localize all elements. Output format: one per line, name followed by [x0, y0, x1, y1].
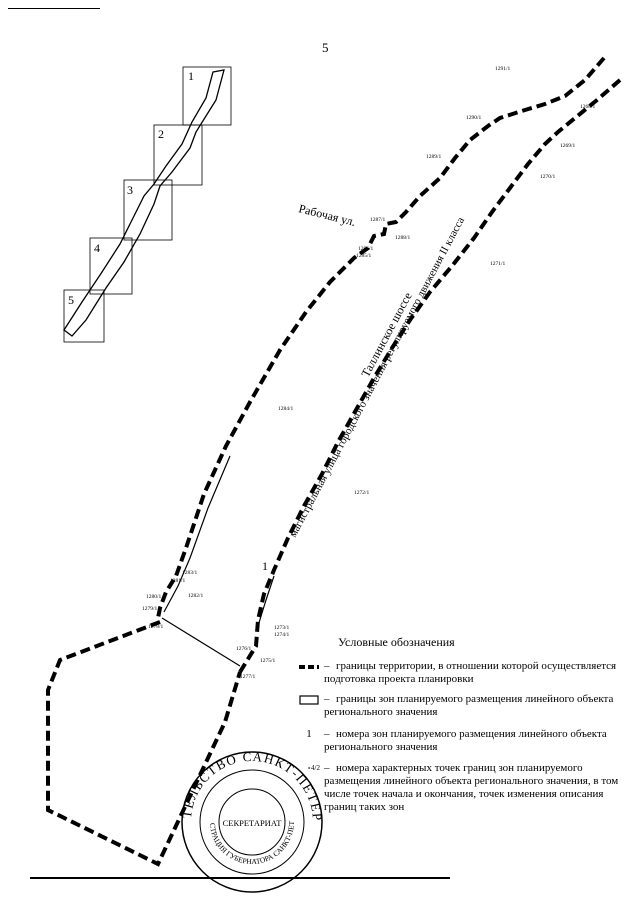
point-label-1281: 1281/1	[170, 578, 186, 584]
stamp-outer-text: ПРАВИТЕЛЬСТВО САНКТ-ПЕТЕРБУРГА	[0, 0, 325, 822]
point-label-1290: 1290/1	[466, 115, 482, 121]
zone-number-symbol: 1	[306, 728, 312, 740]
stamp-inner-ring	[218, 788, 286, 856]
point-labels: 1291/1 1290/1 1289/1 1268/1 1269/1 1270/…	[142, 66, 596, 680]
bottom-rule	[30, 877, 450, 879]
point-label-1288: 1288/1	[395, 235, 411, 241]
legend-item-1-text: границы территории, в отношении которой …	[324, 660, 617, 685]
territory-boundary	[46, 56, 622, 867]
point-label-1276: 1276/1	[236, 646, 252, 652]
stamp-middle-ring	[199, 769, 305, 875]
point-label-1285: 1285/1	[356, 253, 372, 259]
dashed-line-symbol	[299, 665, 319, 669]
point-label-1289: 1289/1	[426, 154, 442, 160]
top-rule	[8, 8, 100, 9]
key-map-sheet-4	[89, 237, 133, 295]
key-map-label-4: 4	[94, 241, 100, 255]
street-class-note-label: магистральная улица городского значения …	[287, 215, 467, 539]
boundary-south-loop	[46, 620, 242, 867]
point-label-1291: 1291/1	[495, 66, 511, 72]
stamp-outer-ring	[181, 751, 323, 893]
legend-dash: –	[324, 693, 330, 705]
point-label-1271: 1271/1	[490, 261, 506, 267]
legend-dash: –	[324, 728, 330, 740]
point-label-1268: 1268/1	[580, 104, 596, 110]
point-label-1273: 1273/1	[274, 625, 290, 631]
key-map-sheet-1	[182, 66, 232, 126]
zone-number-label: 1	[262, 559, 268, 573]
point-label-1272: 1272/1	[354, 490, 370, 496]
stamp-inner-text: АДМИНИСТРАЦИЯ ГУБЕРНАТОРА САНКТ-ПЕТЕРБУР…	[0, 0, 296, 866]
point-label-1286: 1286/1	[358, 246, 374, 252]
point-label-1270: 1270/1	[540, 174, 556, 180]
point-label-1275: 1275/1	[260, 658, 276, 664]
legend-dash: –	[324, 660, 330, 672]
key-map-sheet-2	[153, 124, 203, 186]
point-label-1284: 1284/1	[278, 406, 294, 412]
boundary-left-line	[156, 56, 606, 619]
zone-right-edge	[257, 575, 275, 627]
key-map-corridor-outline	[63, 69, 225, 337]
point-label-1269: 1269/1	[560, 143, 576, 149]
key-map-label-3: 3	[127, 183, 133, 197]
point-label-1274: 1274/1	[274, 632, 290, 638]
point-number-symbol: ∘4/2	[307, 764, 320, 772]
key-map-label-5: 5	[68, 293, 74, 307]
street-rabochaya-label: Рабочая ул.	[297, 201, 357, 229]
zone-left-edge	[163, 455, 231, 613]
key-map-label-2: 2	[158, 127, 164, 141]
zone-closing-line	[161, 617, 241, 667]
legend-item-4-text: номера характерных точек границ зон план…	[324, 762, 619, 813]
legend-item-3-text: номера зон планируемого размещения линей…	[324, 728, 607, 753]
key-map-sheet-3	[123, 179, 173, 241]
page-number: 5	[322, 40, 329, 55]
point-label-1280: 1280/1	[146, 594, 162, 600]
point-label-1287: 1287/1	[370, 217, 386, 223]
rectangle-symbol	[299, 695, 319, 705]
legend-dash: –	[324, 762, 330, 774]
key-map-label-1: 1	[188, 69, 194, 83]
legend-title: Условные обозначения	[338, 635, 455, 649]
key-map-sheet-5	[63, 289, 105, 343]
point-label-1279: 1279/1	[142, 606, 158, 612]
point-label-1282: 1282/1	[188, 593, 204, 599]
zone-boundary	[161, 455, 275, 667]
point-label-1278: 1278/1	[148, 624, 164, 630]
legend-item-2-text: границы зон планируемого размещения лине…	[324, 693, 614, 718]
key-map: 1 2 3 4 5	[63, 66, 232, 343]
point-label-1283: 1283/1	[182, 570, 198, 576]
stamp-center-text: СЕКРЕТАРИАТ	[223, 818, 283, 828]
point-label-1277: 1277/1	[240, 674, 256, 680]
boundary-right-line	[238, 78, 622, 674]
